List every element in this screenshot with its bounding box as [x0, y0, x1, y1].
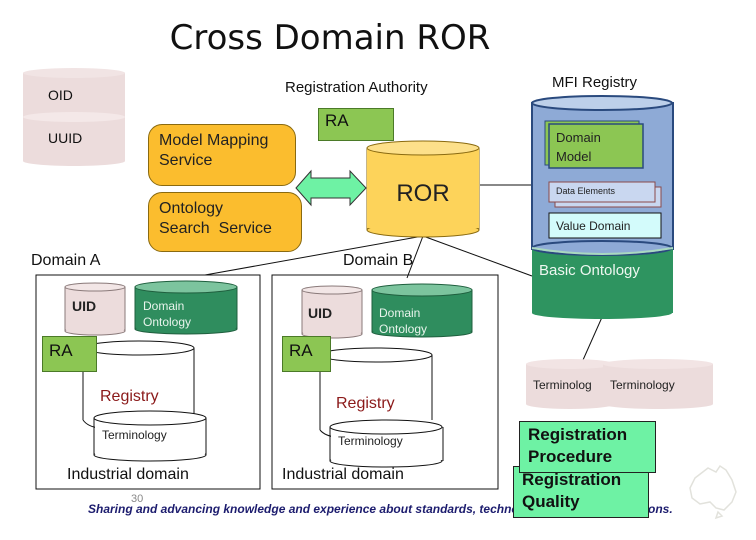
domain-model-card: [548, 123, 644, 169]
domain-a-ra-label: RA: [49, 341, 73, 360]
domain-b-ontology-cylinder: [371, 283, 473, 338]
ror-domain-a-connector: [204, 235, 424, 276]
domain-b-ontology-line-2: Ontology: [379, 322, 428, 336]
domain-a-ra-box: RA: [42, 336, 97, 372]
domain-b-terminology-label: Terminology: [338, 434, 403, 448]
ror-label: ROR: [396, 180, 450, 207]
registration-quality-box: Registration Quality: [513, 466, 649, 518]
terminology-pair-cylinders: [526, 359, 713, 409]
model-mapping-line-2: Service: [159, 152, 213, 169]
domain-b-registry-label: Registry: [336, 395, 395, 412]
oid-label: OID: [48, 87, 73, 103]
domain-b-ontology-line-1: Domain: [379, 306, 421, 320]
value-domain-label: Value Domain: [556, 219, 631, 233]
domain-a-ontology-label: Domain Ontology: [143, 298, 191, 330]
value-domain-card: [548, 212, 662, 239]
domain-a-frame: [35, 274, 261, 490]
terminology-label-1: Terminolog: [533, 378, 592, 392]
data-elements-label: Data Elements: [556, 186, 616, 196]
domain-a-ontology-line-2: Ontology: [143, 315, 192, 329]
domain-b-terminology-cylinder: [329, 419, 444, 468]
domain-a-ontology-cylinder: [134, 280, 238, 335]
registration-quality-line-2: Quality: [522, 492, 580, 511]
domain-a-ontology-line-1: Domain: [143, 299, 185, 313]
page-title: Cross Domain ROR: [169, 18, 491, 58]
basic-ontology-terminology-connector: [582, 314, 604, 361]
ror-domain-b-connector: [406, 235, 424, 279]
domain-a-registry-label: Registry: [100, 388, 159, 405]
ror-ra-label: RA: [325, 111, 349, 130]
ror-cylinder: [366, 140, 480, 238]
domain-b-frame: [271, 274, 499, 490]
bidirectional-arrow-icon: [295, 169, 367, 207]
footer-text-tail: ons.: [648, 502, 673, 516]
domain-model-label: Domain Model: [556, 128, 601, 166]
registration-procedure-line-1: Registration: [528, 425, 628, 444]
domain-a-uid-label: UID: [72, 298, 97, 314]
domain-b-uid-cylinder: [301, 285, 363, 339]
domain-a-registry-cylinder: [82, 340, 195, 429]
domain-b-industrial-label: Industrial domain: [282, 466, 404, 483]
australia-map-icon: [689, 464, 737, 520]
domain-model-line-1: Domain: [556, 130, 601, 145]
domain-model-line-2: Model: [556, 149, 592, 164]
page-number: 30: [131, 493, 144, 505]
domain-b-ontology-label: Domain Ontology: [379, 305, 427, 337]
data-elements-card: [548, 181, 656, 203]
model-mapping-line-1: Model Mapping: [159, 132, 269, 149]
terminology-label-2: Terminology: [610, 378, 675, 392]
domain-b-label: Domain B: [343, 252, 414, 269]
model-mapping-service: Model Mapping Service: [148, 124, 296, 186]
domain-a-terminology-cylinder: [93, 410, 207, 462]
uuid-label: UUID: [48, 130, 83, 146]
registration-procedure-line-2: Procedure: [528, 447, 613, 466]
registration-quality-line-1: Registration: [522, 470, 622, 489]
domain-b-ra-box: RA: [282, 336, 331, 372]
domain-a-uid-cylinder: [64, 282, 126, 336]
footer-text: Sharing and advancing knowledge and expe…: [88, 502, 519, 516]
registration-authority-label: Registration Authority: [285, 79, 428, 96]
domain-b-ra-label: RA: [289, 341, 313, 360]
domain-a-label: Domain A: [31, 252, 101, 269]
ontology-search-line-2: Search Service: [159, 220, 272, 237]
mfi-registry-label: MFI Registry: [552, 74, 638, 91]
domain-a-industrial-label: Industrial domain: [67, 466, 189, 483]
ontology-search-line-1: Ontology: [159, 200, 224, 217]
ror-ra-box: RA: [318, 108, 394, 141]
ror-basic-ontology-connector: [422, 235, 533, 277]
basic-ontology-label: Basic Ontology: [539, 262, 640, 279]
ontology-search-service: Ontology Search Service: [148, 192, 302, 252]
domain-a-terminology-label: Terminology: [102, 428, 167, 442]
domain-b-uid-label: UID: [308, 305, 333, 321]
oid-uuid-cylinders: [23, 68, 125, 166]
registration-procedure-box: Registration Procedure: [519, 421, 656, 473]
